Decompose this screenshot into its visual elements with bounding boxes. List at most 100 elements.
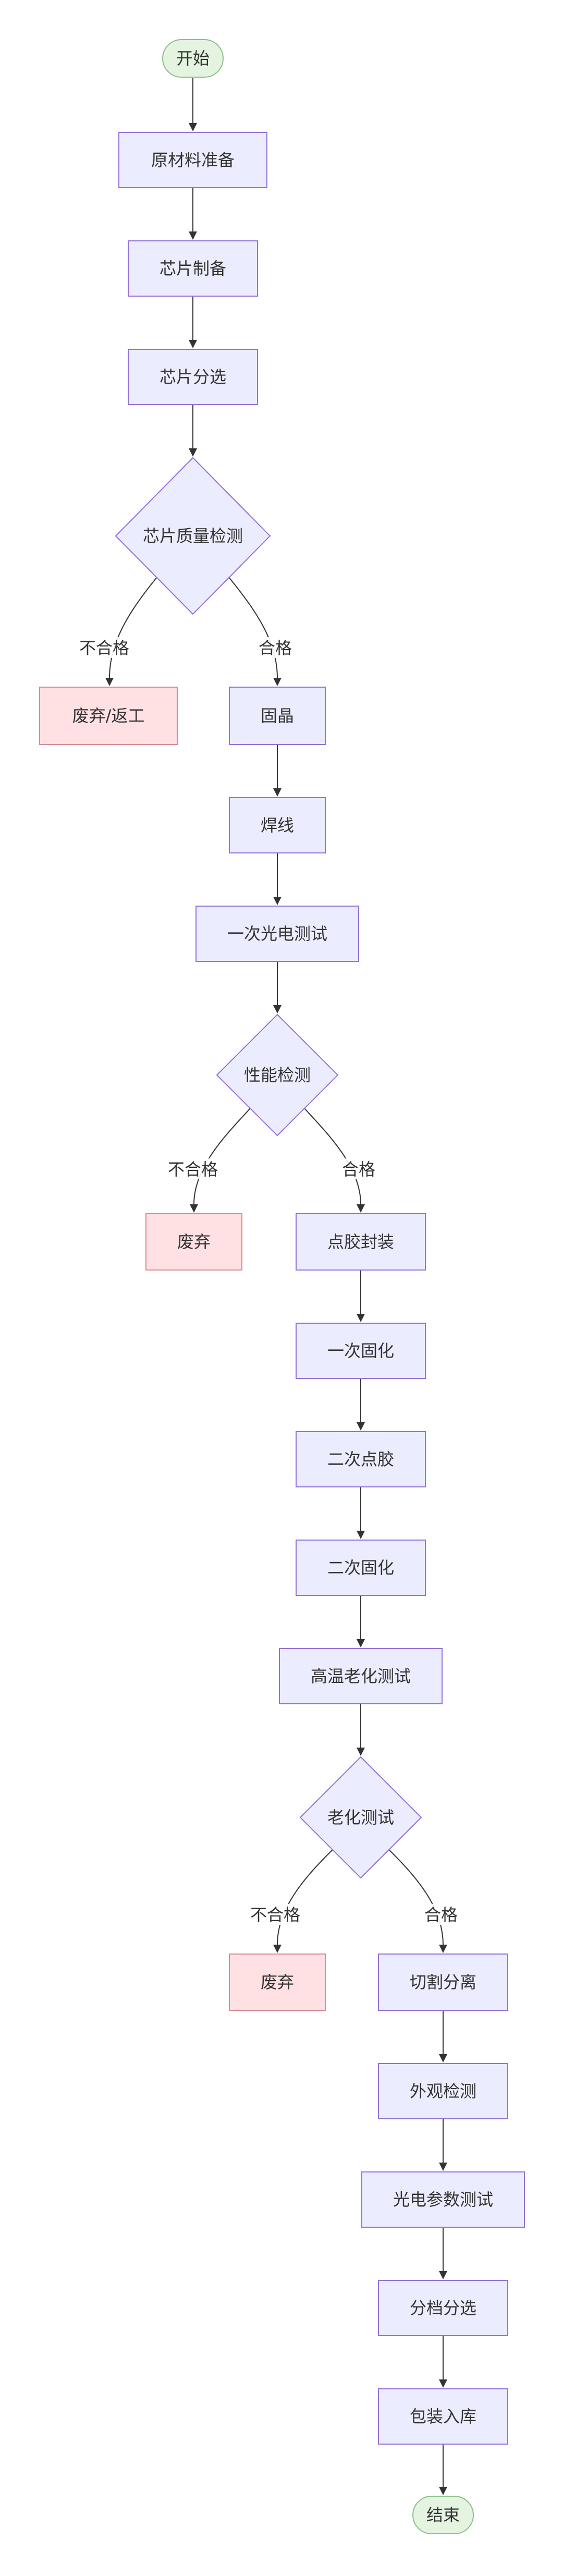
node-chip-sort-label: 芯片分选 [160, 367, 226, 387]
process-box [118, 132, 267, 188]
arrowhead [439, 2379, 447, 2388]
node-discard-1-label: 废弃 [177, 1232, 211, 1252]
edge-agingcheck-fail [277, 1848, 334, 1945]
node-wire-bond: 焊线 [229, 797, 326, 853]
edge-label-perf-pass: 合格 [342, 1159, 375, 1179]
node-cure-2-label: 二次固化 [327, 1558, 394, 1578]
arrowhead [189, 340, 197, 348]
arrowhead [273, 1945, 282, 1953]
node-wire-bond-label: 焊线 [261, 815, 294, 835]
process-box [229, 797, 326, 853]
node-binning-label: 分档分选 [410, 2298, 476, 2318]
node-first-test-label: 一次光电测试 [227, 924, 327, 944]
process-box [195, 906, 359, 962]
node-chip-qc: 芯片质量检测 [115, 457, 271, 615]
node-dispense-label: 点胶封装 [327, 1232, 394, 1252]
node-pack: 包装入库 [378, 2388, 508, 2445]
decision-diamond [115, 457, 271, 615]
arrowhead [105, 678, 114, 686]
process-box [361, 2171, 525, 2228]
terminal-shape [412, 2496, 474, 2534]
arrowhead [357, 1748, 365, 1756]
process-box [279, 1648, 443, 1704]
edge-label-qc-pass: 合格 [259, 638, 292, 658]
node-dispense: 点胶封装 [296, 1213, 426, 1271]
node-first-test: 一次光电测试 [195, 906, 359, 962]
node-discard-rework-label: 废弃/返工 [72, 706, 145, 726]
decision-diamond [299, 1756, 422, 1879]
process-box [296, 1431, 426, 1487]
arrowhead [357, 1531, 365, 1539]
node-pack-label: 包装入库 [410, 2407, 476, 2426]
node-die-bond-label: 固晶 [261, 706, 294, 726]
edge-labels: 不合格 合格 不合格 合格 不合格 合格 [77, 637, 460, 1925]
edge-agingcheck-pass [387, 1848, 444, 1945]
process-box [378, 1954, 508, 2011]
process-box [128, 349, 258, 405]
edge-qc-pass [228, 576, 278, 678]
reject-box [39, 687, 178, 745]
node-cut-label: 切割分离 [410, 1972, 476, 1992]
node-discard-2: 废弃 [229, 1954, 326, 2011]
node-raw-material-label: 原材料准备 [151, 150, 235, 170]
node-param-test-label: 光电参数测试 [393, 2190, 493, 2209]
edge-label-qc-fail: 不合格 [79, 638, 129, 658]
arrowhead [439, 2163, 447, 2171]
node-chip-sort: 芯片分选 [128, 349, 258, 405]
arrowhead [357, 1204, 365, 1213]
edge-label-bg [256, 637, 294, 658]
reject-box [229, 1954, 326, 2011]
edge-label-bg [166, 1158, 220, 1179]
node-chip-qc-label: 芯片质量检测 [143, 526, 243, 546]
arrowhead [439, 2271, 447, 2279]
edge-label-aging-pass: 合格 [424, 1905, 458, 1925]
edge-label-bg [77, 637, 131, 658]
node-aging-test-label: 高温老化测试 [311, 1666, 411, 1686]
node-binning: 分档分选 [378, 2280, 508, 2336]
arrowhead [189, 231, 197, 240]
node-chip-make-label: 芯片制备 [160, 259, 226, 278]
process-box [229, 687, 326, 745]
arrowhead [190, 1204, 198, 1213]
arrowhead [439, 2487, 447, 2495]
arrowhead [357, 1314, 365, 1322]
process-box [378, 2280, 508, 2336]
node-perf-check-label: 性能检测 [244, 1065, 311, 1085]
process-box [296, 1540, 426, 1596]
node-chip-make: 芯片制备 [128, 240, 258, 297]
process-box [296, 1323, 426, 1379]
edge-label-perf-fail: 不合格 [168, 1159, 218, 1179]
node-cure-1: 一次固化 [296, 1323, 426, 1379]
node-perf-check: 性能检测 [216, 1014, 339, 1137]
arrowhead [273, 788, 282, 797]
node-start: 开始 [162, 39, 224, 78]
arrowhead [439, 1945, 447, 1953]
node-cure-2: 二次固化 [296, 1540, 426, 1596]
node-cure-1-label: 一次固化 [327, 1341, 394, 1361]
arrowhead [273, 897, 282, 905]
edge-label-bg [422, 1904, 460, 1925]
node-end: 结束 [412, 2496, 474, 2534]
terminal-shape [162, 39, 224, 78]
arrowhead [189, 448, 197, 457]
node-dispense-2-label: 二次点胶 [327, 1449, 394, 1469]
edge-label-bg [248, 1904, 302, 1925]
node-visual: 外观检测 [378, 2063, 508, 2119]
arrowhead [189, 123, 197, 131]
node-start-label: 开始 [176, 48, 210, 68]
process-box [378, 2388, 508, 2445]
node-end-label: 结束 [426, 2505, 460, 2525]
edge-perf-fail [193, 1108, 251, 1205]
node-die-bond: 固晶 [229, 687, 326, 745]
node-aging-check-label: 老化测试 [327, 1808, 394, 1827]
node-discard-1: 废弃 [145, 1213, 242, 1271]
node-dispense-2: 二次点胶 [296, 1431, 426, 1487]
node-param-test: 光电参数测试 [361, 2171, 525, 2228]
edges [105, 78, 447, 2495]
arrowhead [357, 1639, 365, 1647]
arrowhead [439, 2054, 447, 2062]
nodes: 开始 原材料准备 芯片制备 芯片分选 芯片质量检测 废弃/返工 [39, 39, 525, 2534]
edge-perf-pass [304, 1108, 361, 1205]
arrowhead [273, 1005, 282, 1014]
